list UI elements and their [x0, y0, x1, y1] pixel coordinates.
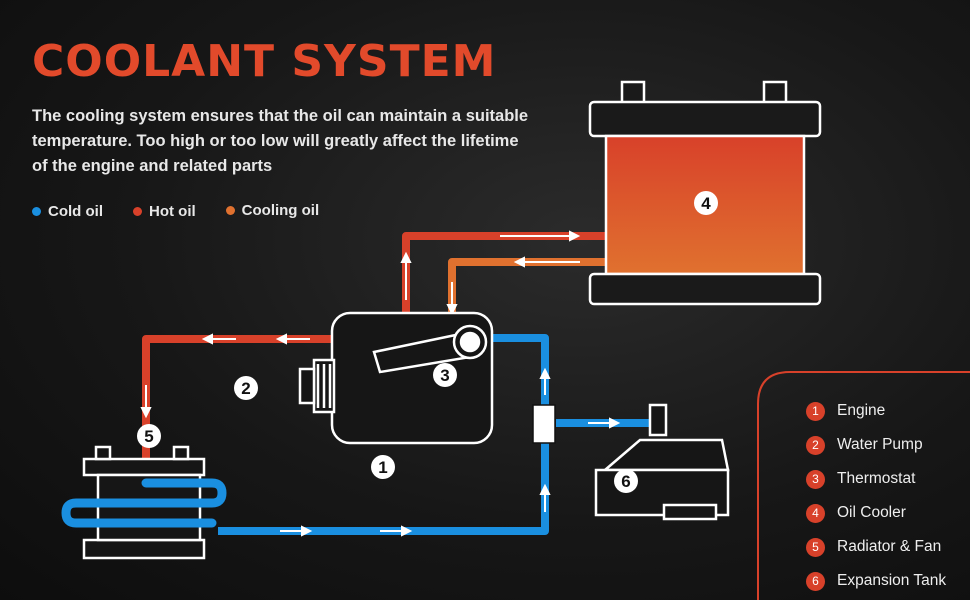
marker-5: 5 — [137, 424, 161, 448]
thermostat — [372, 324, 488, 374]
marker-6: 6 — [614, 469, 638, 493]
legend-item-hot: Hot oil — [133, 203, 196, 220]
legend-label: Cooling oil — [241, 202, 320, 219]
number-badge-icon: 5 — [806, 537, 825, 557]
junction-fitting — [532, 404, 556, 444]
component-item: 6 Expansion Tank — [806, 564, 946, 598]
component-item: 1 Engine — [806, 394, 946, 428]
cold-dot-icon — [32, 207, 41, 216]
cold-pipe-radiator-to-junction — [218, 420, 549, 535]
number-badge-icon: 3 — [806, 469, 825, 489]
marker-3: 3 — [433, 363, 457, 387]
component-list: 1 Engine 2 Water Pump 3 Thermostat 4 Oil Coo… — [806, 394, 946, 598]
marker-1-text: 1 — [378, 458, 387, 477]
legend-item-cooling: Cooling oil — [225, 201, 320, 220]
legend: Cold oil Hot oil Cooling oil — [32, 201, 320, 220]
component-label: Water Pump — [837, 436, 923, 453]
number-badge-icon: 1 — [806, 401, 825, 421]
component-label: Expansion Tank — [837, 572, 947, 589]
component-panel-border — [757, 371, 970, 600]
number-badge-icon: 6 — [806, 571, 825, 591]
page-title: COOLANT SYSTEM — [32, 36, 497, 87]
marker-4: 4 — [694, 191, 718, 215]
number-badge-icon: 2 — [806, 435, 825, 455]
component-label: Radiator & Fan — [837, 538, 942, 555]
legend-label: Hot oil — [149, 203, 196, 220]
radiator — [61, 445, 227, 560]
legend-label: Cold oil — [48, 203, 103, 220]
component-item: 5 Radiator & Fan — [806, 530, 946, 564]
marker-4-text: 4 — [701, 194, 711, 213]
number-badge-icon: 4 — [806, 503, 825, 523]
description: The cooling system ensures that the oil … — [32, 107, 529, 175]
hot-dot-icon — [133, 207, 142, 216]
marker-1: 1 — [371, 455, 395, 479]
component-item: 3 Thermostat — [806, 462, 946, 496]
component-item: 2 Water Pump — [806, 428, 946, 462]
component-label: Engine — [837, 402, 886, 419]
component-label: Thermostat — [837, 470, 916, 487]
marker-2: 2 — [234, 376, 258, 400]
flow-arrows — [140, 230, 621, 537]
marker-2-text: 2 — [241, 379, 250, 398]
component-label: Oil Cooler — [837, 504, 906, 521]
marker-6-text: 6 — [621, 472, 630, 491]
component-item: 4 Oil Cooler — [806, 496, 946, 530]
legend-item-cold: Cold oil — [32, 203, 103, 220]
marker-5-text: 5 — [144, 427, 153, 446]
cooling-dot-icon — [225, 206, 235, 215]
marker-3-text: 3 — [440, 366, 449, 385]
oil-cooler — [588, 80, 822, 306]
